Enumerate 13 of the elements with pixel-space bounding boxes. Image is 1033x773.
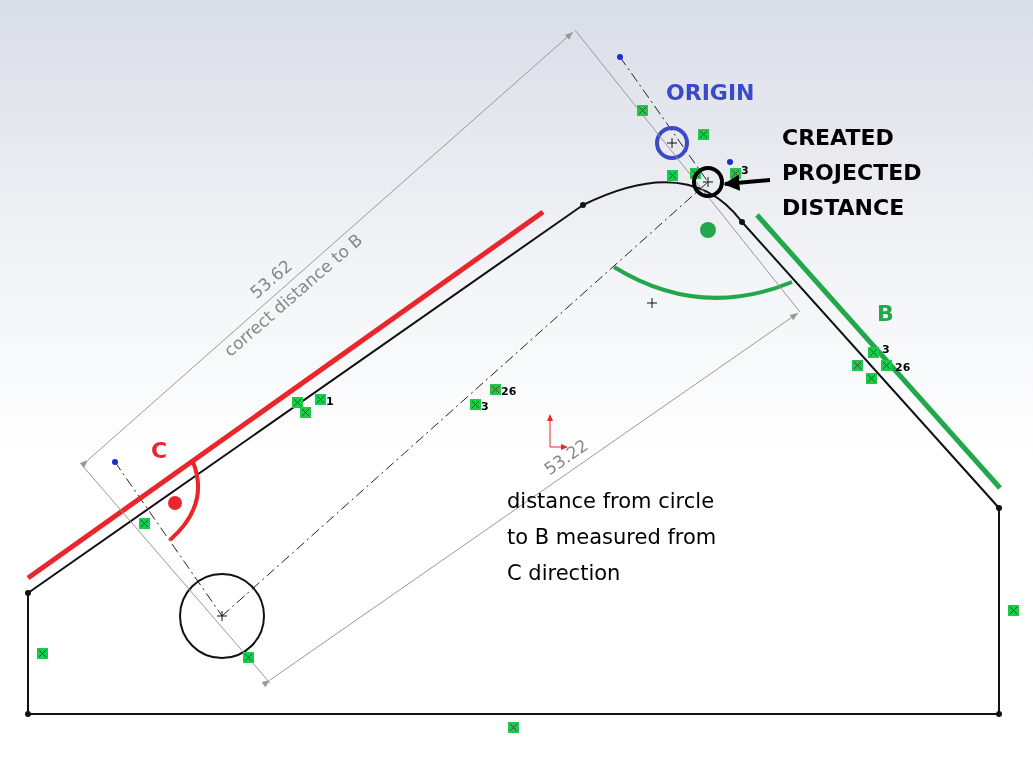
origin-label: ORIGIN	[666, 80, 755, 105]
leader-arrow	[723, 174, 771, 191]
entity-label: C	[151, 438, 168, 463]
relation-count: 3	[741, 164, 749, 177]
projected-circle	[692, 166, 724, 198]
entity-label: B	[877, 301, 894, 326]
relation-count: 1	[326, 395, 334, 408]
callout-text: CREATED PROJECTED DISTANCE	[782, 120, 932, 225]
relation-count: 26	[895, 361, 911, 374]
annotation-text: distance from circle to B measured from C direction	[507, 488, 718, 587]
relation-count: 3	[882, 343, 890, 356]
relation-count: 3	[481, 400, 489, 413]
relation-count: 26	[501, 385, 517, 398]
